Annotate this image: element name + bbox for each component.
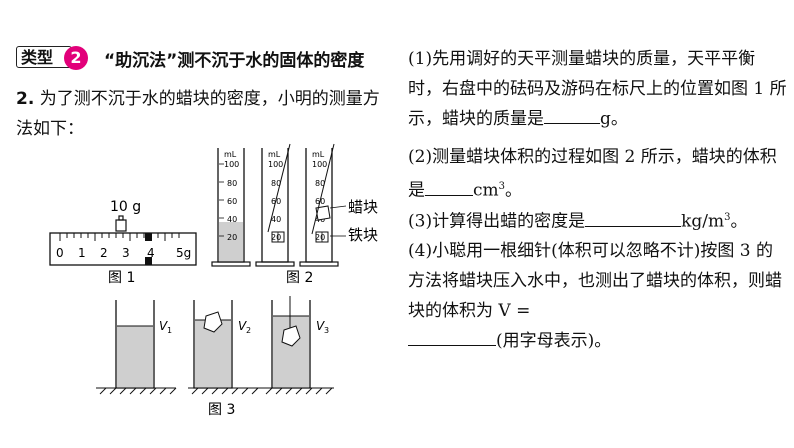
part-3-text: (3)计算得出蜡的密度是	[408, 211, 586, 232]
part-3-unit: kg/m	[681, 211, 725, 232]
beaker-2	[193, 300, 233, 389]
label-v1-sub: 1	[167, 326, 172, 335]
cyl-c-string	[311, 143, 335, 235]
part-1-answer-blank[interactable]	[544, 105, 600, 124]
scale-ruler	[49, 232, 197, 266]
beaker-3	[271, 300, 311, 389]
beaker-3-water	[273, 316, 309, 387]
cyl-b-unit: mL	[268, 150, 281, 159]
cyl-c-tick-20: 20	[315, 233, 325, 242]
figure-2-caption: 图 2	[286, 270, 313, 286]
cylinder-c: mL 100 80 60 40 20 蜡块 铁块	[299, 143, 378, 267]
part-2-text: (2)测量蜡块体积的过程如图 2 所示，蜡块的体积是	[408, 147, 777, 201]
label-iron: 铁块	[348, 226, 378, 244]
question-text: 为了测不沉于水的蜡块的密度，小明的测量方法如下：	[16, 89, 380, 139]
part-1-text: (1)先用调好的天平测量蜡块的质量，天平平衡时，右盘中的砝码及游码在标尺上的位置…	[408, 49, 787, 129]
cyl-b-tick-80: 80	[271, 179, 281, 188]
part-1: (1)先用调好的天平测量蜡块的质量，天平平衡时，右盘中的砝码及游码在标尺上的位置…	[408, 44, 788, 134]
part-2-end: 。	[505, 180, 523, 201]
part-3-end: 。	[730, 211, 748, 232]
part-4: (4)小聪用一根细针(体积可以忽略不计)按图 3 的方法将蜡块压入水中，也测出了…	[408, 236, 788, 356]
cylinder-a: mL 100 80 60 40 20	[211, 148, 251, 267]
cyl-a-tick-60: 60	[227, 197, 237, 206]
cylinder-b: mL 100 80 60 40 20	[255, 143, 295, 267]
label-v2-sub: 2	[246, 326, 251, 335]
cyl-b-string	[267, 143, 291, 233]
rider-top	[145, 233, 152, 241]
scale-tick-1: 1	[78, 246, 86, 260]
weight-icon	[115, 215, 127, 232]
label-v3-sub: 3	[324, 326, 329, 335]
figure-3-caption: 图 3	[208, 402, 235, 418]
part-4-end: (用字母表示)。	[496, 331, 612, 351]
cyl-a-tick-40: 40	[227, 215, 237, 224]
figures: 10 g 0 1 2 3 4 5g 图 1 mL	[49, 143, 378, 418]
part-2-unit: cm	[473, 180, 499, 201]
ground-3	[262, 387, 334, 395]
type-badge-number: 2	[64, 46, 88, 70]
ground-1	[96, 387, 177, 395]
beaker-2-wax-block	[203, 311, 223, 333]
scale-tick-0: 0	[56, 246, 64, 260]
scale-tick-4: 4	[147, 246, 155, 260]
figure-3: V 1 V 2 V 3 图 3	[96, 296, 334, 418]
scale-tick-5: 5g	[176, 246, 191, 260]
type-badge: 类型 2	[16, 44, 94, 70]
cyl-a-unit: mL	[224, 150, 237, 159]
part-4-answer-blank[interactable]	[408, 327, 496, 346]
label-wax: 蜡块	[348, 198, 378, 216]
part-4-text: (4)小聪用一根细针(体积可以忽略不计)按图 3 的方法将蜡块压入水中，也测出了…	[408, 241, 782, 321]
cyl-c-tick-80: 80	[315, 179, 325, 188]
type-badge-label: 类型	[16, 46, 72, 68]
cyl-b-tick-100: 100	[268, 160, 283, 169]
beaker-1	[115, 300, 155, 389]
scale-tick-3: 3	[122, 246, 130, 260]
question-stem: 2. 为了测不沉于水的蜡块的密度，小明的测量方法如下：	[16, 84, 396, 144]
cyl-b-tick-20: 20	[271, 233, 281, 242]
part-3: (3)计算得出蜡的密度是 kg/m3。	[408, 203, 788, 237]
label-v2: V	[238, 319, 247, 333]
cyl-c-tick-100: 100	[312, 160, 327, 169]
figure-1-caption: 图 1	[108, 270, 135, 286]
part-2-answer-blank[interactable]	[425, 177, 473, 196]
cyl-a-tick-100: 100	[224, 160, 239, 169]
part-2-unit-sup: 3	[498, 181, 506, 192]
cyl-c-wax-block	[315, 205, 331, 221]
label-v1: V	[159, 319, 168, 333]
beaker-1-water	[117, 326, 153, 387]
part-3-unit-sup: 3	[724, 212, 731, 223]
label-v3: V	[316, 319, 325, 333]
part-1-unit: g。	[600, 109, 628, 129]
question-number: 2.	[16, 89, 35, 109]
scale-tick-labels: 0 1 2 3 4 5g	[56, 246, 191, 260]
figure-1: 10 g 0 1 2 3 4 5g 图 1	[49, 199, 197, 286]
section-title: “助沉法”测不沉于水的固体的密度	[104, 51, 365, 71]
cyl-a-tick-20: 20	[227, 233, 237, 242]
figure-2: mL 100 80 60 40 20 mL 100 80 60 40 20	[211, 143, 378, 286]
part-3-answer-blank[interactable]	[585, 208, 682, 227]
ground-2	[188, 387, 262, 395]
weight-label: 10 g	[110, 199, 141, 215]
cyl-b-tick-40: 40	[271, 215, 281, 224]
cyl-a-tick-80: 80	[227, 179, 237, 188]
cyl-c-unit: mL	[312, 150, 325, 159]
scale-tick-2: 2	[100, 246, 108, 260]
rider-bottom	[145, 257, 152, 265]
beaker-3-wax-block	[281, 325, 301, 347]
